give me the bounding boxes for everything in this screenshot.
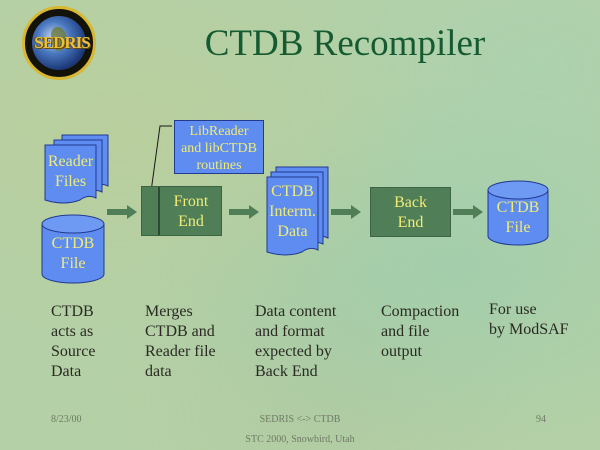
desc-line: expected by: [255, 343, 332, 360]
desc-line: by ModSAF: [489, 321, 569, 338]
ctdb-output-cylinder: CTDB File: [487, 180, 549, 246]
ctdb-source-label-2: File: [60, 255, 86, 272]
desc-line: Reader file: [145, 343, 216, 360]
ctdb-source-cylinder: CTDB File: [41, 214, 105, 284]
ctdb-source-label-1: CTDB: [51, 235, 95, 252]
callout-line-2: and libCTDB: [181, 141, 257, 156]
desc-line: and file: [381, 323, 430, 340]
database-cylinder-icon: [487, 180, 549, 246]
callout-line-1: LibReader: [189, 124, 249, 139]
desc-line: Data content: [255, 303, 337, 320]
footer-venue: STC 2000, Snowbird, Utah: [245, 434, 355, 445]
desc-line: data: [145, 363, 172, 380]
callout-leader-line: [149, 125, 172, 200]
footer-date: 8/23/00: [51, 414, 82, 425]
desc-line: CTDB and: [145, 323, 215, 340]
description-front-end: Merges CTDB and Reader file data: [145, 302, 216, 382]
description-ctdb-output: For use by ModSAF: [489, 300, 569, 340]
desc-line: acts as: [51, 323, 94, 340]
reader-files-label-2: Files: [54, 173, 87, 190]
front-end-process: Front End: [141, 186, 222, 236]
desc-line: and format: [255, 323, 325, 340]
reader-files-label-1: Reader: [47, 153, 94, 170]
database-cylinder-icon: [41, 214, 105, 284]
back-end-label-1: Back: [394, 194, 427, 211]
interm-data-label-2: Interm.: [269, 203, 316, 220]
arrow-right-icon: [229, 205, 259, 219]
ctdb-output-label-2: File: [505, 219, 531, 236]
back-end-label-2: End: [397, 214, 424, 231]
document-stack-icon: [266, 166, 329, 256]
arrow-right-icon: [331, 205, 361, 219]
description-back-end: Compaction and file output: [381, 302, 459, 362]
slide-title: CTDB Recompiler: [204, 23, 486, 64]
desc-line: Merges: [145, 303, 193, 320]
arrow-right-icon: [453, 205, 483, 219]
ctdb-output-label-1: CTDB: [496, 199, 540, 216]
footer-center-title: SEDRIS <-> CTDB: [259, 414, 341, 425]
interm-data-doc-stack: CTDB Interm. Data: [266, 166, 330, 256]
front-end-label-2: End: [178, 213, 204, 230]
document-stack-icon: [44, 134, 109, 204]
back-end-process: Back End: [370, 187, 451, 237]
desc-line: Data: [51, 363, 82, 380]
desc-line: Source: [51, 343, 96, 360]
desc-line: CTDB: [51, 303, 94, 320]
desc-line: output: [381, 343, 422, 360]
desc-line: Compaction: [381, 303, 460, 320]
interm-data-label-3: Data: [277, 223, 308, 240]
reader-files-doc-stack: Reader Files: [44, 134, 110, 206]
desc-line: Back End: [255, 363, 318, 380]
description-ctdb-source: CTDB acts as Source Data: [51, 302, 95, 382]
description-interm-data: Data content and format expected by Back…: [255, 302, 336, 382]
interm-data-label-1: CTDB: [271, 183, 314, 200]
landmass-shape: [51, 27, 67, 51]
libreader-callout: LibReader and libCTDB routines: [174, 120, 264, 174]
sedris-logo: SEDRIS: [22, 6, 96, 80]
desc-line: For use: [489, 301, 537, 318]
callout-line-3: routines: [196, 158, 242, 173]
arrow-right-icon: [107, 205, 137, 219]
footer-page-number: 94: [536, 414, 546, 425]
front-end-divider: [158, 187, 160, 235]
front-end-label-1: Front: [173, 193, 209, 210]
logo-text: SEDRIS: [34, 33, 90, 52]
